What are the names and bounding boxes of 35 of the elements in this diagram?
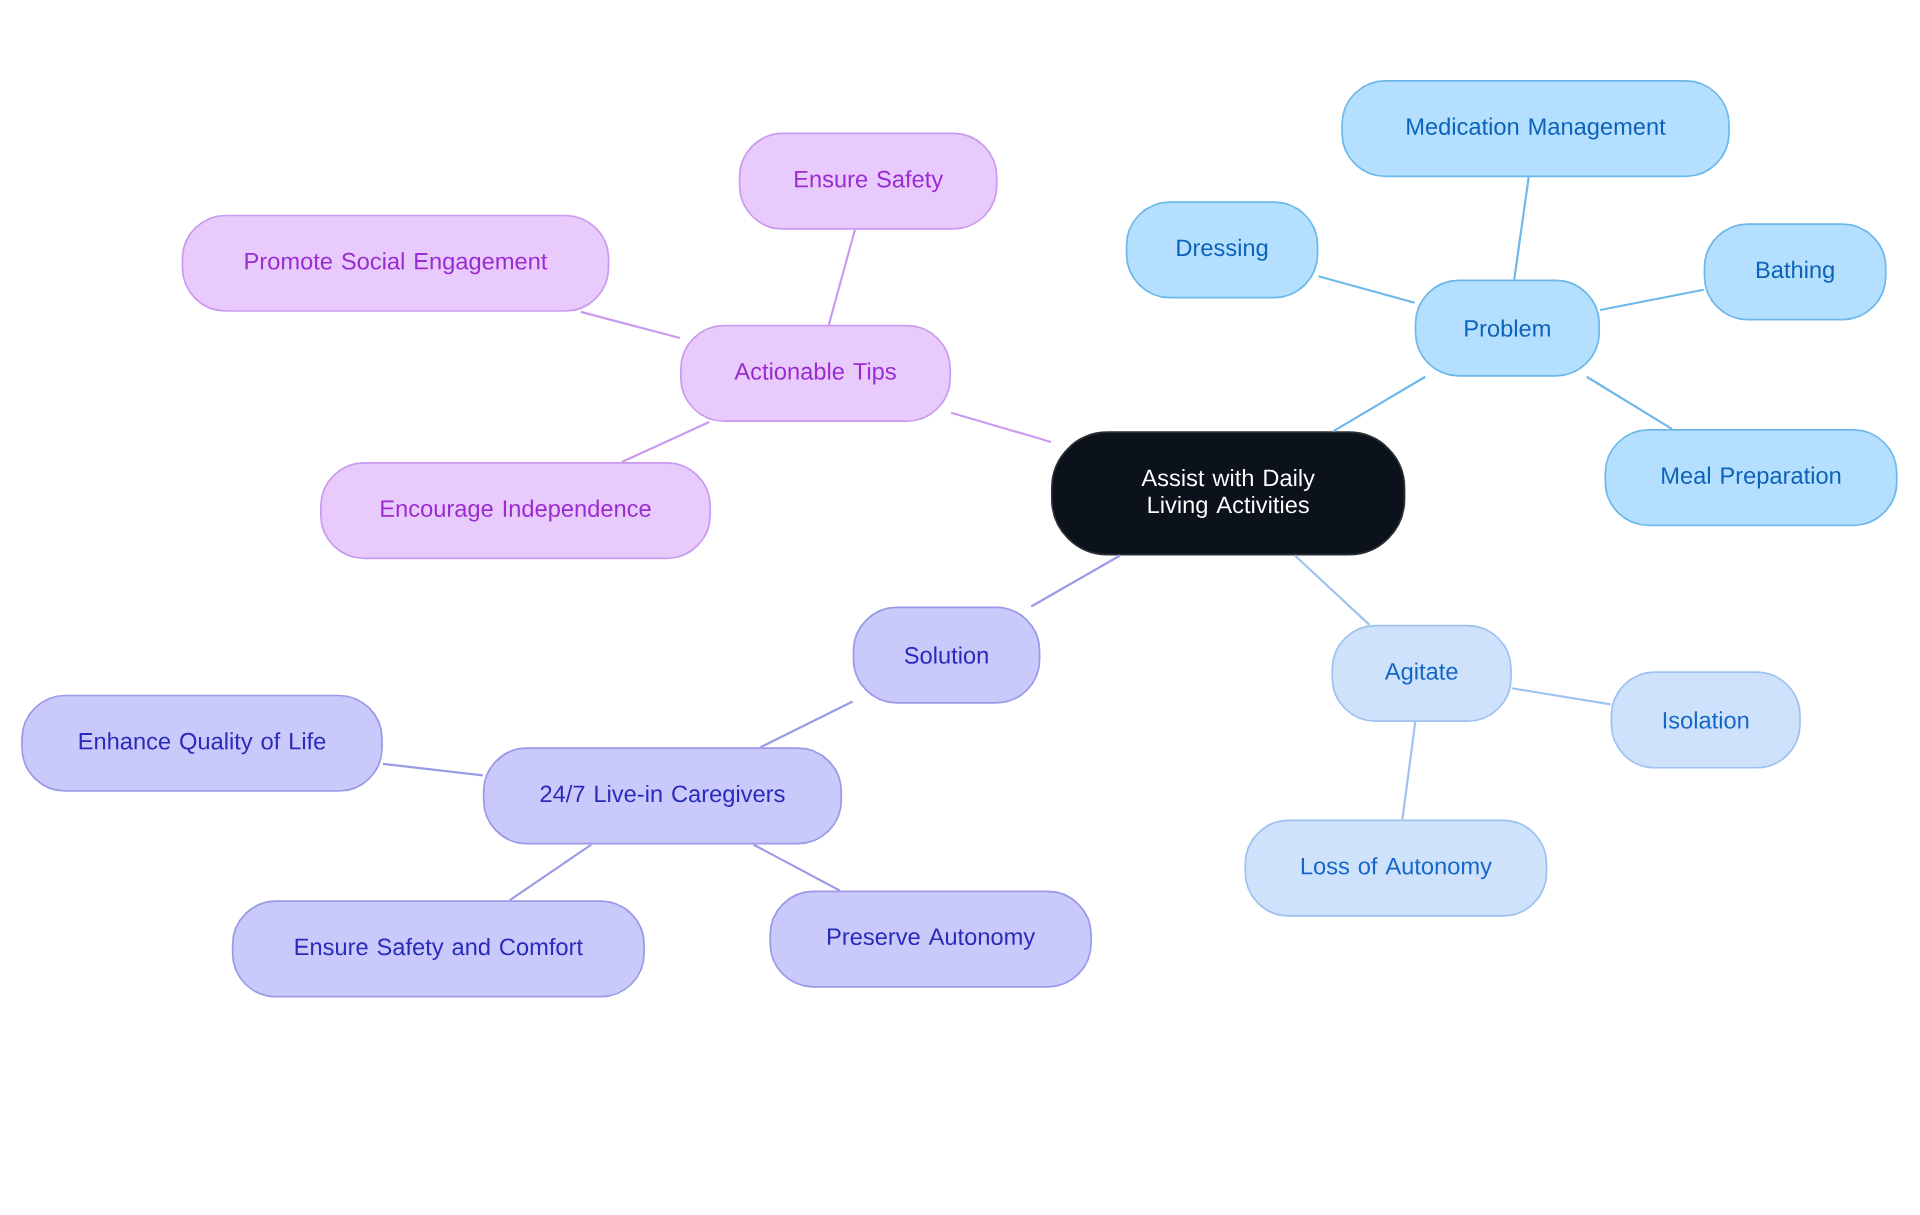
connector-line xyxy=(508,843,592,902)
topic-box: Enhance Quality of Life xyxy=(21,694,383,793)
connector-line xyxy=(1511,687,1611,706)
topic-box: 24/7 Live-in Caregivers xyxy=(482,747,843,845)
topic-box: Agitate xyxy=(1331,625,1512,723)
topic-box: Preserve Autonomy xyxy=(769,890,1092,988)
topic-box: Ensure Safety and Comfort xyxy=(231,900,645,998)
topic-box: Isolation xyxy=(1610,671,1801,769)
topic-box: Meal Preparation xyxy=(1604,429,1898,527)
connector-line xyxy=(580,311,681,340)
connector-line xyxy=(950,411,1052,444)
connector-line xyxy=(1599,288,1704,312)
topic-box: Problem xyxy=(1414,279,1601,377)
central-topic-box: Assist with Daily Living Activities xyxy=(1051,431,1406,556)
topic-box: Bathing xyxy=(1703,223,1887,321)
connector-line xyxy=(1513,177,1530,280)
connector-line xyxy=(1294,554,1371,626)
topic-box: Loss of Autonomy xyxy=(1244,819,1548,917)
connector-line xyxy=(621,421,710,464)
connector-line xyxy=(1401,722,1417,820)
topic-box: Medication Management xyxy=(1341,80,1730,178)
connector-line xyxy=(827,229,856,326)
connector-line xyxy=(1332,376,1426,433)
connector-line xyxy=(1318,275,1415,304)
topic-box: Actionable Tips xyxy=(679,325,952,423)
topic-box: Solution xyxy=(852,606,1041,704)
topic-box: Ensure Safety xyxy=(738,132,998,230)
connector-line xyxy=(752,843,841,892)
topic-box: Dressing xyxy=(1125,201,1319,299)
topic-box: Promote Social Engagement xyxy=(181,214,610,313)
connector-line xyxy=(760,700,854,749)
topic-box: Encourage Independence xyxy=(319,462,712,560)
connector-line xyxy=(1030,554,1121,608)
connector-line xyxy=(1586,376,1673,430)
connector-line xyxy=(382,763,483,777)
